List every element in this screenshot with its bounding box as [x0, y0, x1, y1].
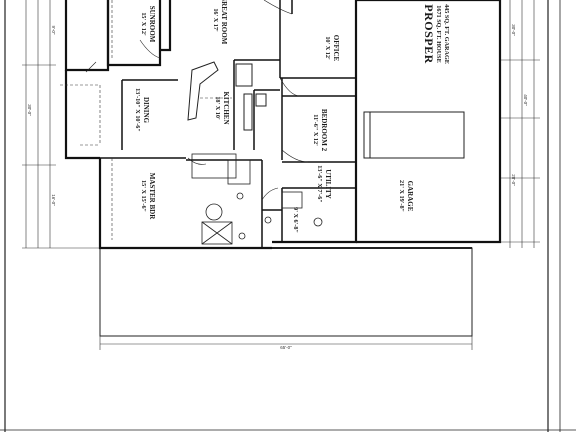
exterior-walls [64, 0, 502, 250]
dim-left-low: 16'-0" [51, 194, 56, 206]
room-size: 9' X 6'-8" [292, 207, 299, 233]
room-name: BEDROOM 2 [320, 109, 328, 152]
room-name: KITCHEN [222, 91, 230, 124]
room-size: 15' X 12' [140, 12, 147, 36]
room-size: 10' X 12' [324, 36, 331, 60]
room-size: 13'-6" X 7'-6" [316, 165, 323, 202]
plan-subtitle-garage: 445 SQ. FT. GARAGE [443, 4, 450, 64]
dim-right-mid: 40'-0" [523, 94, 528, 106]
room-name: GREAT ROOM [220, 0, 228, 45]
dimension-right-low: 28'-0" [511, 174, 516, 186]
bottom-dimension-line [99, 336, 473, 350]
driveway-slab [99, 247, 473, 337]
door-swings [85, 0, 309, 201]
dimension-overall-bottom: 65'-0" [280, 345, 292, 350]
dashed-openings [60, 0, 232, 240]
room-name: MASTER BDR [148, 173, 156, 220]
dim-right-top: 30'-0" [511, 24, 516, 36]
dimension-left-mid: 30'-0" [27, 104, 32, 116]
room-label-dining: DINING 13'-10" X 10'-6" [134, 88, 150, 132]
dimension-right-mid: 40'-0" [523, 94, 528, 106]
dim-right-low: 28'-0" [511, 174, 516, 186]
dim-left-mid: 30'-0" [27, 104, 32, 116]
room-label-bath: 9' X 6'-8" [292, 207, 299, 233]
room-label-great-room: GREAT ROOM 16' X 17' [212, 0, 228, 45]
room-size: 16' X 17' [212, 8, 219, 32]
room-label-master-bdr: MASTER BDR 15' X 15'-6" [140, 173, 156, 220]
room-name: UTILITY [324, 169, 332, 199]
dim-left-top: 9'-0" [51, 26, 56, 35]
room-size: 13'-10" X 10'-6" [134, 88, 141, 132]
room-label-garage: GARAGE 21' X 19'-8" [398, 180, 414, 212]
plan-subtitle-house: 1671 SQ. FT. HOUSE [435, 5, 442, 62]
room-size: 11'-6" X 12' [312, 114, 319, 146]
room-label-office: OFFICE 10' X 12' [324, 35, 340, 62]
plan-title: PROSPER [422, 4, 436, 64]
room-label-bedroom2: BEDROOM 2 11'-6" X 12' [312, 109, 328, 152]
dimension-right-top: 30'-0" [511, 24, 516, 36]
room-name: SUNROOM [148, 6, 156, 43]
room-name: GARAGE [406, 181, 414, 212]
left-dimension-lines [22, 0, 100, 249]
room-size: 21' X 19'-8" [398, 180, 405, 212]
room-size: 18' X 10' [214, 96, 221, 120]
room-name: DINING [142, 97, 150, 124]
room-name: OFFICE [332, 35, 340, 62]
dimension-left-top: 9'-0" [51, 26, 56, 35]
room-label-kitchen: KITCHEN 18' X 10' [214, 91, 230, 124]
bath-fixtures [191, 153, 323, 245]
dimension-left-low: 16'-0" [51, 194, 56, 206]
room-label-utility: UTILITY 13'-6" X 7'-6" [316, 165, 332, 202]
room-label-sunroom: SUNROOM 15' X 12' [140, 6, 156, 43]
plan-title-block: PROSPER 1671 SQ. FT. HOUSE 445 SQ. FT. G… [422, 4, 450, 64]
interior-walls [100, 0, 356, 248]
kitchen-counters [187, 61, 267, 131]
room-size: 15' X 15'-6" [140, 180, 147, 212]
right-dimension-lines [500, 0, 540, 248]
garage-car-outline [363, 111, 465, 159]
